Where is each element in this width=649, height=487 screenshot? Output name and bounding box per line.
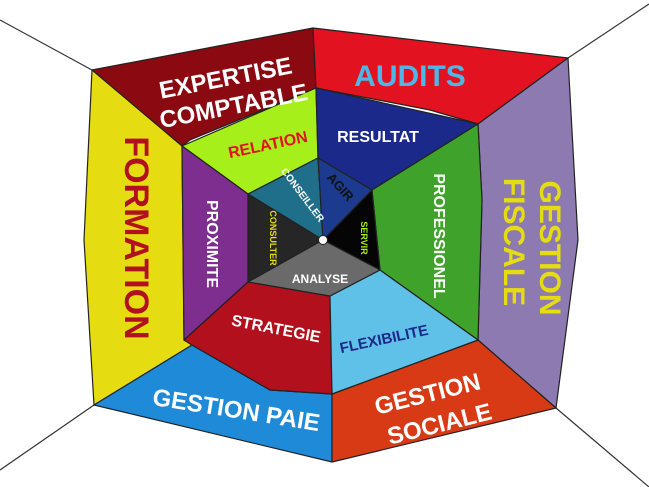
perspective-line-top-right [567,3,649,59]
label-gestion-fiscale-line2: FISCALE [497,178,530,306]
perspective-line-top-left [0,19,93,71]
label-formation: FORMATION [117,136,155,339]
perspective-line-bottom-right [555,407,649,487]
label-servir: SERVIR [359,221,369,255]
perspective-lines [0,3,649,487]
label-gestion-fiscale-line1: GESTION [533,180,566,315]
label-analyse: ANALYSE [292,272,348,286]
label-consulter: CONSULTER [268,210,278,266]
perspective-line-bottom-left [0,404,95,471]
segment-analyse [247,239,381,297]
label-resultat: RESULTAT [337,129,419,146]
segment-audits [312,27,569,125]
label-proximite: PROXIMITE [203,200,220,288]
center-dot [318,235,328,245]
label-professionel: PROFESSIONEL [430,173,447,299]
label-audits: AUDITS [354,60,466,93]
